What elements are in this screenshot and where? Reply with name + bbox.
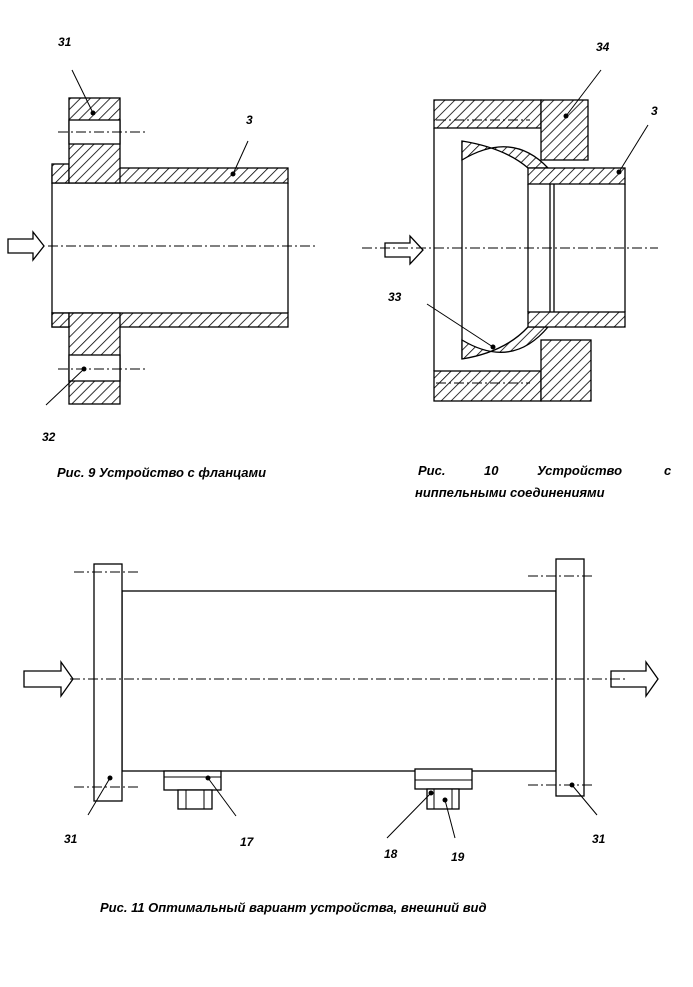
leader-3 (618, 124, 649, 173)
housing-bottom (433, 370, 542, 402)
housing-top (433, 99, 542, 129)
figure-10-nipple-device: 34 3 33 Рис. 10 Устройство с ниппельными… (362, 40, 672, 500)
label-31-left: 31 (64, 832, 78, 846)
label-18: 18 (384, 847, 398, 861)
pipe-wall-top (527, 167, 626, 185)
leader-33 (426, 303, 494, 348)
leader-3-dot (230, 171, 236, 177)
leader-32-dot (81, 366, 87, 372)
label-3: 3 (651, 104, 658, 118)
inlet-arrow (7, 230, 45, 262)
shell-curve-bottom (461, 326, 550, 360)
label-34: 34 (596, 40, 610, 54)
device-body (121, 590, 557, 772)
caption-fig10-word4: с (664, 463, 672, 478)
flange-right (555, 558, 585, 797)
leader-3-dot (616, 169, 622, 175)
figure-11-external-view: 31 17 18 19 31 Рис. 11 Оптимальный вариа… (23, 558, 659, 915)
leader-31-dot (90, 110, 96, 116)
leader-31-left (87, 777, 111, 816)
leader-34-dot (563, 113, 569, 119)
caption-fig10-word3: Устройство (537, 463, 622, 478)
caption-fig10-word1: Рис. (418, 463, 445, 478)
housing-top-nut (540, 99, 589, 161)
pipe-wall-bottom (527, 311, 626, 328)
caption-fig11: Рис. 11 Оптимальный вариант устройства, … (100, 900, 487, 915)
fitting-17-nut (177, 789, 213, 810)
caption-fig9: Рис. 9 Устройство с фланцами (57, 465, 266, 480)
flange-left (93, 563, 123, 802)
label-3: 3 (246, 113, 253, 127)
label-19: 19 (451, 850, 465, 864)
fitting-18-base (414, 768, 473, 790)
leader-19 (444, 799, 456, 839)
outlet-arrow (610, 659, 659, 699)
label-17: 17 (240, 835, 255, 849)
inlet-arrow (23, 659, 74, 699)
flange-bottom-bolt-hole (68, 354, 121, 382)
inlet-arrow (384, 234, 424, 266)
leader-31-right (571, 784, 598, 816)
fitting-17-base (163, 770, 222, 791)
shell-curve-top (461, 140, 550, 169)
caption-fig10-line2: ниппельными соединениями (415, 485, 605, 500)
pipe-lip-bottom (51, 312, 70, 328)
label-33: 33 (388, 290, 402, 304)
leader-17 (207, 777, 237, 817)
leader-3 (232, 140, 249, 175)
label-32: 32 (42, 430, 56, 444)
leader-32 (45, 368, 85, 406)
caption-fig10-word2: 10 (484, 463, 499, 478)
pipe-lip-top (51, 163, 70, 184)
leader-18 (386, 792, 432, 839)
label-31: 31 (58, 35, 72, 49)
leader-34 (565, 69, 602, 117)
leader-31 (71, 69, 94, 114)
leader-33-dot (490, 344, 496, 350)
figure-9-flange-device: 31 3 32 Рис. 9 Устройство с фланцами (7, 35, 318, 480)
housing-bottom-nut (540, 339, 592, 402)
label-31-right: 31 (592, 832, 606, 846)
